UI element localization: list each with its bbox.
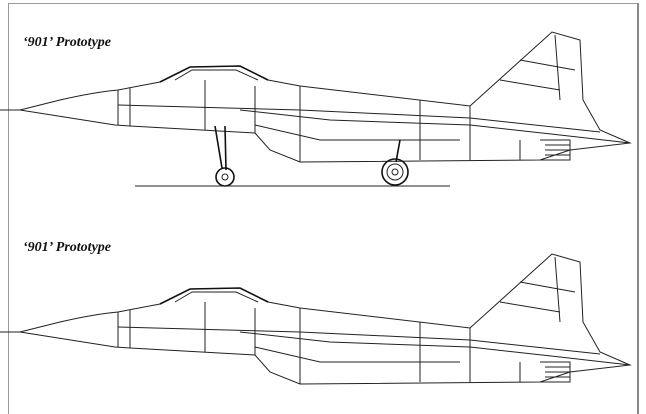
drawing-frame	[8, 3, 639, 414]
aircraft-side-view-bottom	[0, 253, 631, 385]
view-label-bottom: ‘901’ Prototype	[23, 240, 111, 255]
aircraft-side-view-top	[0, 31, 631, 187]
view-label-top: ‘901’ Prototype	[23, 35, 111, 50]
landing-gear	[214, 125, 409, 187]
